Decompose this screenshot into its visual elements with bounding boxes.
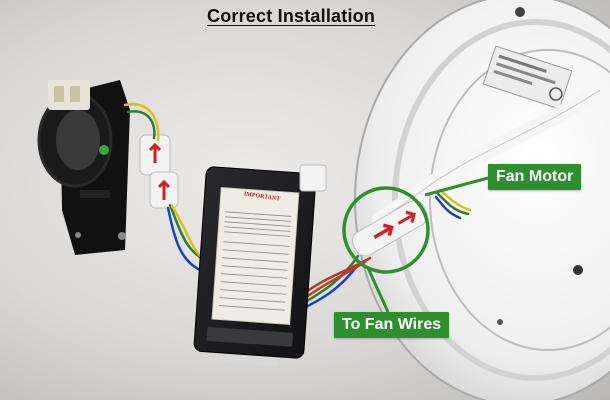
receiver-output-plug [299,164,327,192]
fan-motor-callout: Fan Motor [488,164,582,190]
remote-receiver [193,166,317,366]
mounting-bracket [37,80,130,255]
fan-wires-pointer [366,267,390,313]
to-fan-wires-callout: To Fan Wires [334,312,450,338]
page-title: Correct Installation [207,6,376,26]
fan-canopy [354,0,610,400]
fan-motor-pointer [424,176,489,197]
fan-connector [351,200,428,257]
canopy-sticker [482,45,573,110]
bracket-connectors [139,134,179,209]
highlight-circle [342,186,430,274]
motor-wires [434,188,472,220]
